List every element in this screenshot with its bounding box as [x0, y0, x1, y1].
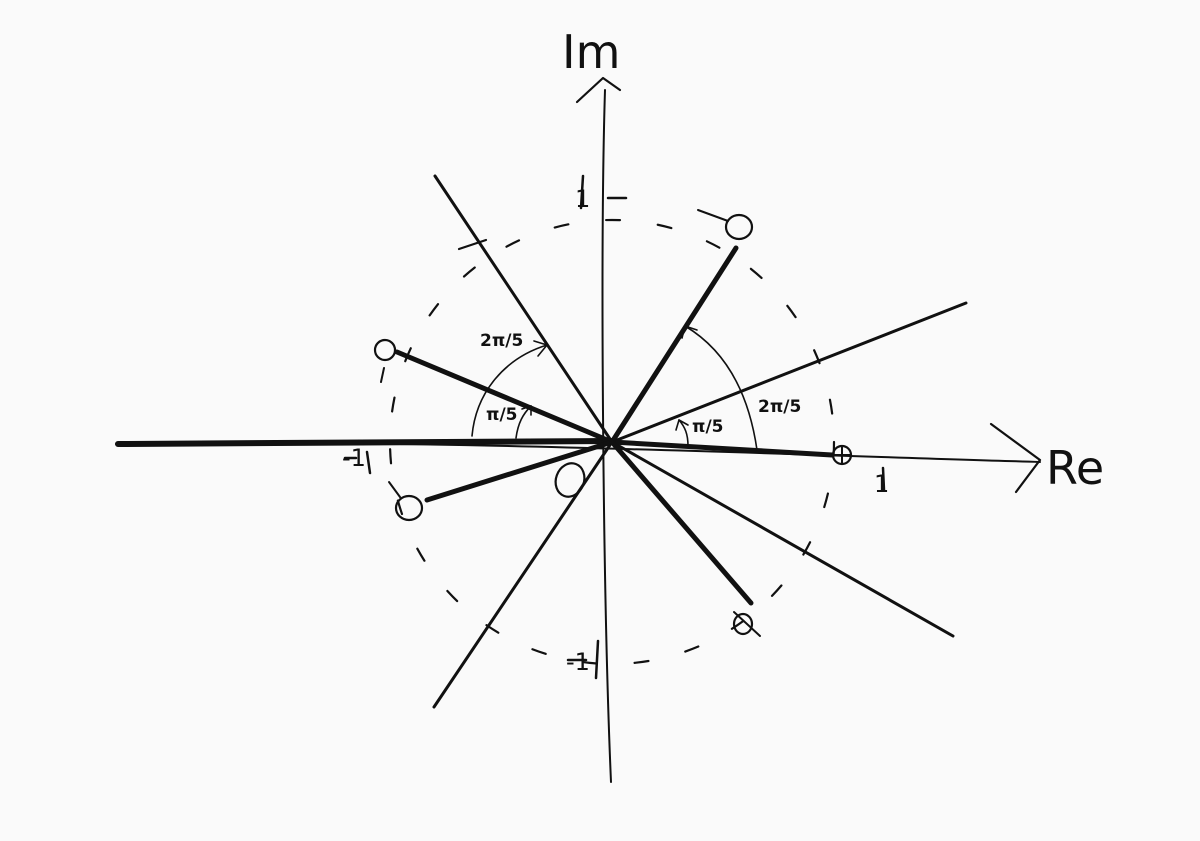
imag-tick-neg-one-label: -1: [566, 648, 590, 676]
real-tick-neg-one-label: -1: [342, 444, 366, 472]
imag-tick-neg-one-bar: [594, 639, 600, 680]
angle-arc-left-pi-over-five: [515, 405, 532, 439]
angle-label-left-pi-over-five: π/5: [486, 405, 518, 425]
asymptote-line-2: [610, 440, 955, 638]
zero-marker-upper-right: [697, 209, 754, 241]
real-axis-label: Re: [1046, 441, 1104, 495]
circle-cross-tick: [457, 238, 488, 251]
zero-marker-lower-left: [388, 481, 424, 522]
locus-branch-upper-right: [609, 245, 739, 445]
asymptote-line-3: [610, 301, 968, 444]
zero-marker-upper-left: [373, 338, 397, 383]
locus-branch-positive-real: [609, 439, 835, 458]
locus-branch-negative-real: [115, 438, 615, 447]
real-tick-pos-one-label: 1: [874, 470, 889, 498]
imag-tick-pos-one-label: 1: [575, 185, 590, 213]
real-tick-pos-one: [881, 466, 886, 492]
real-tick-neg-one-bar: [365, 450, 372, 475]
imag-tick-pos-one-bar: [579, 174, 585, 210]
imaginary-axis-label: Im: [562, 25, 620, 79]
lower-right-marker: [732, 611, 761, 637]
angle-arc-right-two-pi-over-five: [681, 325, 758, 451]
imaginary-axis-arrowhead: [575, 76, 622, 104]
real-axis-arrowhead: [989, 422, 1042, 494]
locus-branch-lower-right: [609, 439, 754, 606]
angle-label-right-two-pi-over-five: 2π/5: [758, 397, 801, 417]
locus-branch-lower-left: [424, 439, 615, 503]
angle-label-left-two-pi-over-five: 2π/5: [480, 331, 523, 351]
angle-label-right-pi-over-five: π/5: [692, 417, 724, 437]
angle-arc-right-pi-over-five: [675, 419, 689, 447]
asymptote-line-1: [433, 174, 614, 444]
locus-branch-upper-left: [394, 349, 615, 445]
real-axis-marker: [831, 444, 853, 466]
zero-marker-near-origin: [554, 462, 586, 498]
angle-arc-left-two-pi-over-five: [471, 340, 548, 437]
unit-circle-dashed: [388, 218, 836, 666]
